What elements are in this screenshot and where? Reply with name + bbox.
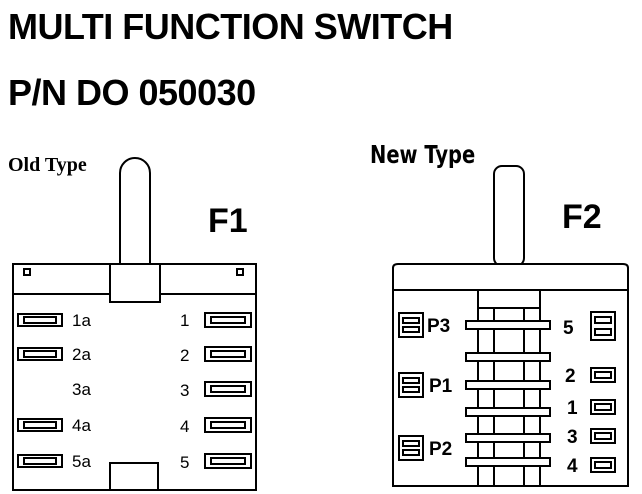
terminal-1a [17,313,63,327]
new-right-pin-2: 2 [565,366,576,387]
new-p-terminals [398,312,424,461]
title-line-1: MULTI FUNCTION SWITCH [8,6,453,47]
new-right-pin-5: 5 [563,318,574,339]
old-right-terminals [204,312,252,469]
terminal-1 [204,312,252,328]
terminal-5-slot-bottom [594,328,612,336]
terminal-4 [590,457,616,473]
new-pin-p1: P1 [429,376,453,397]
terminal-2a-slot [23,350,57,358]
terminal-4-slot [594,461,612,469]
terminal-2 [590,367,616,383]
old-bottom-tab [109,462,159,491]
terminal-5a-slot [23,457,57,465]
terminal-4-slot [210,421,246,429]
new-type-label: New Type [370,140,476,169]
terminal-5 [590,311,616,341]
old-shaft [119,157,151,279]
old-corner-mark-left [23,268,31,276]
terminal-3 [204,381,252,397]
new-wafer-2 [465,352,551,362]
terminal-p3-slot-bottom [402,326,420,333]
terminal-p3-slot-top [402,317,420,324]
terminal-5a [17,454,63,468]
terminal-2-slot [210,350,246,358]
old-right-pin-4: 4 [180,417,189,436]
old-shaft-collar [109,263,161,303]
new-pin-p3: P3 [427,316,450,337]
old-corner-mark-right [236,268,244,276]
terminal-1 [590,399,616,415]
old-switch [12,157,257,491]
new-wafer-4 [465,407,551,417]
old-right-pin-3: 3 [180,381,189,400]
new-shaft [493,165,525,267]
old-right-pin-1: 1 [180,311,189,330]
new-wafer-5 [465,433,551,443]
new-right-pin-1: 1 [567,398,578,419]
terminal-p2-slot-top [402,440,420,447]
old-left-pin-1a: 1a [72,311,91,330]
terminal-3 [590,428,616,444]
old-left-terminals [17,313,63,468]
old-left-pin-2a: 2a [72,345,91,364]
terminal-p1 [398,372,424,398]
old-right-pin-5: 5 [180,453,189,472]
new-wafer-6 [465,457,551,467]
new-wafer-1 [465,320,551,330]
terminal-5 [204,453,252,469]
terminal-1a-slot [23,316,57,324]
old-function-label: F1 [208,202,248,240]
terminal-5-slot [210,457,246,465]
terminal-p2-slot-bottom [402,449,420,456]
new-wafer-3 [465,380,551,390]
terminal-2a [17,347,63,361]
old-type-label: Old Type [8,154,87,176]
terminal-4 [204,417,252,433]
terminal-1-slot [594,403,612,411]
new-right-terminals [590,311,616,473]
terminal-3-slot [594,432,612,440]
new-function-label: F2 [562,198,602,236]
old-left-pin-5a: 5a [72,452,91,471]
new-top-collar [477,289,541,309]
new-pin-p2: P2 [429,439,452,460]
terminal-4a [17,418,63,432]
old-right-pin-2: 2 [180,346,189,365]
new-right-pin-4: 4 [567,456,578,477]
terminal-p1-slot-top [402,377,420,384]
old-left-pin-3a: 3a [72,380,91,399]
terminal-3-slot [210,385,246,393]
new-center-column [477,307,541,487]
new-top-plate [392,263,629,291]
terminal-4a-slot [23,421,57,429]
old-left-pin-4a: 4a [72,416,91,435]
terminal-5-slot-top [594,316,612,324]
terminal-p3 [398,312,424,338]
terminal-2-slot [594,371,612,379]
terminal-1-slot [210,316,246,324]
new-switch [392,165,629,487]
terminal-2 [204,346,252,362]
title-line-2: P/N DO 050030 [8,72,256,113]
terminal-p2 [398,435,424,461]
new-right-pin-3: 3 [567,427,578,448]
terminal-p1-slot-bottom [402,386,420,393]
